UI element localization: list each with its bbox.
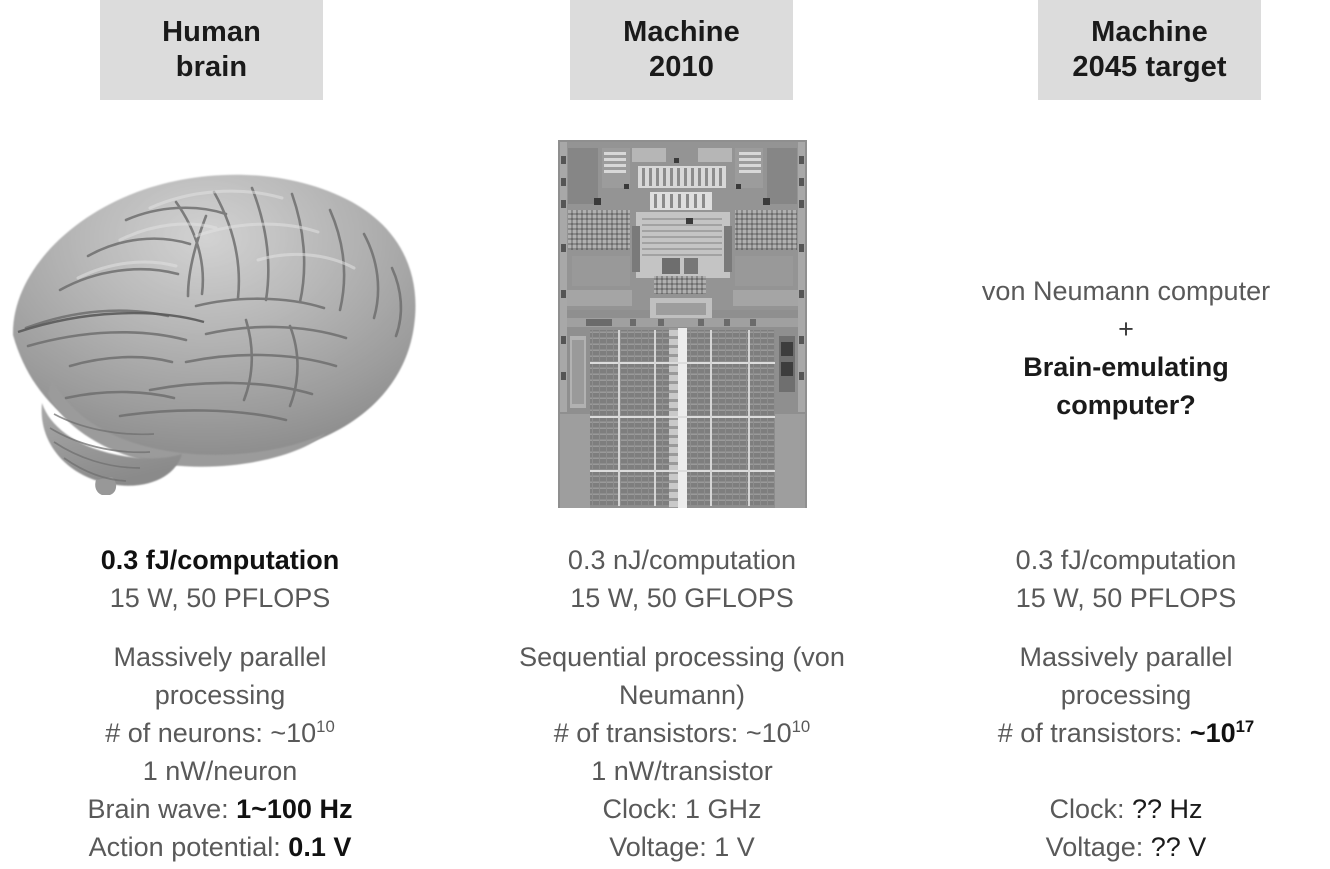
column-header-machine-2045-target: Machine 2045 target	[1038, 0, 1261, 100]
header-line-1: Machine	[1091, 16, 1208, 48]
spec-row-blank	[922, 752, 1330, 790]
spec-row: 0.3 fJ/computation	[100, 545, 340, 575]
spec-row: processing	[154, 680, 286, 710]
caption-line-1: von Neumann computer	[981, 276, 1271, 306]
column-header-human-brain: Human brain	[100, 0, 323, 100]
spec-row: Clock: 1 GHz	[602, 794, 762, 824]
header-line-2: 2010	[649, 51, 714, 83]
spec-row: 15 W, 50 PFLOPS	[109, 583, 331, 613]
caption-plus-sign: +	[1118, 314, 1134, 344]
spec-row: # of transistors: ~1017	[997, 717, 1255, 748]
header-line-1: Machine	[623, 16, 740, 48]
spec-row: 1 nW/transistor	[591, 756, 773, 786]
spec-row: Clock: ?? Hz	[1049, 794, 1203, 824]
spec-row: processing	[1060, 680, 1192, 710]
spec-row: # of neurons: ~1010	[105, 717, 335, 748]
target-architecture-caption: von Neumann computer + Brain-emulating c…	[922, 272, 1330, 424]
spec-list-human-brain: 0.3 fJ/computation 15 W, 50 PFLOPS Massi…	[0, 541, 440, 866]
column-header-machine-2010: Machine 2010	[570, 0, 793, 100]
caption-line-3: Brain-emulating	[1023, 352, 1229, 382]
spec-row: Massively parallel	[1019, 642, 1233, 672]
cpu-die-micrograph	[558, 140, 807, 508]
spec-row: Action potential: 0.1 V	[88, 832, 352, 862]
spec-row: 15 W, 50 PFLOPS	[1015, 583, 1237, 613]
header-line-2: 2045 target	[1072, 51, 1227, 83]
caption-line-4: computer?	[1056, 390, 1196, 420]
spec-row: 0.3 nJ/computation	[567, 545, 797, 575]
spec-list-machine-2010: 0.3 nJ/computation 15 W, 50 GFLOPS Seque…	[452, 541, 912, 866]
spec-row: # of transistors: ~1010	[553, 717, 811, 748]
spec-row: Brain wave: 1~100 Hz	[87, 794, 353, 824]
human-brain-photo	[0, 150, 430, 495]
spec-row: Voltage: ?? V	[1045, 832, 1207, 862]
column-machine-2045-target: Machine 2045 target von Neumann computer…	[922, 0, 1330, 869]
spec-row: 15 W, 50 GFLOPS	[570, 583, 794, 613]
column-human-brain: Human brain	[0, 0, 440, 869]
spec-row: 0.3 fJ/computation	[1015, 545, 1237, 575]
column-machine-2010: Machine 2010	[452, 0, 912, 869]
header-line-1: Human	[162, 16, 261, 48]
header-line-2: brain	[175, 51, 248, 83]
spec-row: Sequential processing (von	[519, 642, 845, 672]
spec-row: Massively parallel	[113, 642, 327, 672]
spec-row: Voltage: 1 V	[609, 832, 755, 862]
spec-row: 1 nW/neuron	[142, 756, 298, 786]
spec-list-machine-2045-target: 0.3 fJ/computation 15 W, 50 PFLOPS Massi…	[922, 541, 1330, 866]
spec-row: Neumann)	[618, 680, 746, 710]
